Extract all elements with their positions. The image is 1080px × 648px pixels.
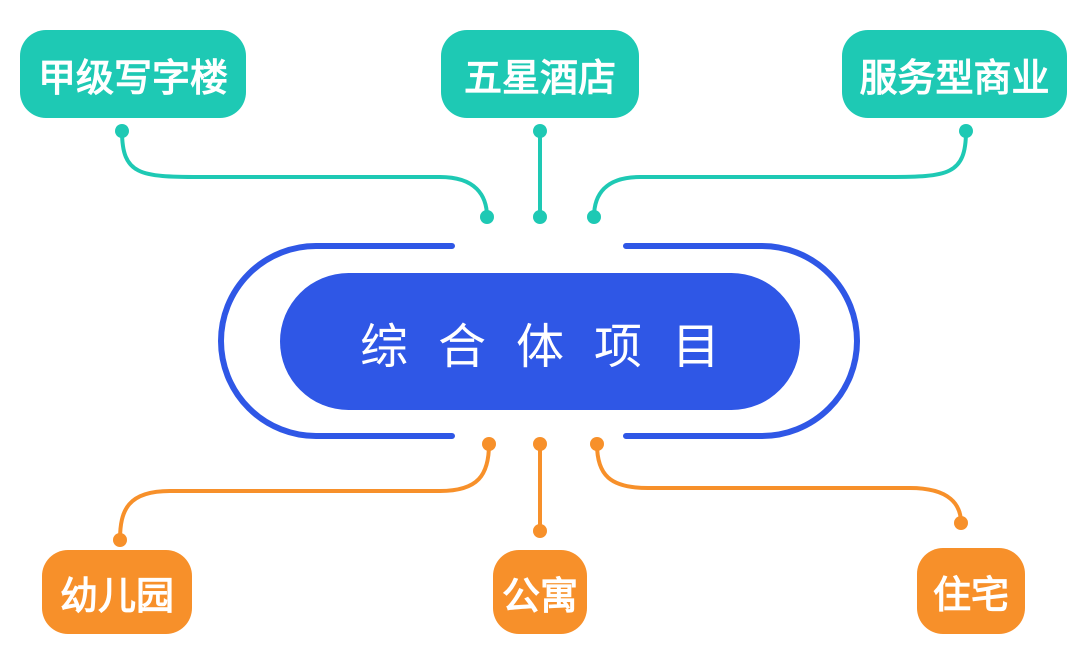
dot-right-bottom-b	[954, 516, 968, 530]
connector-right-bottom	[595, 443, 963, 524]
dot-right-bottom-a	[590, 437, 604, 451]
connector-left-bottom	[118, 443, 491, 541]
node-label: 幼儿园	[59, 573, 174, 618]
dot-center-top-a	[533, 124, 547, 138]
dot-left-top-a	[115, 124, 129, 138]
dot-right-top-a	[959, 124, 973, 138]
node-label: 甲级写字楼	[37, 55, 228, 100]
node-grade-a-office: 甲级写字楼	[20, 30, 246, 118]
connector-right-top	[592, 130, 968, 218]
dot-left-top-b	[480, 210, 494, 224]
node-residential: 住宅	[917, 548, 1025, 634]
dot-center-bottom-a	[533, 437, 547, 451]
connector-left-top	[120, 130, 489, 218]
dot-left-bottom-a	[482, 437, 496, 451]
center-node-label: 综合体项目	[359, 318, 750, 375]
center-node: 综合体项目	[280, 273, 800, 410]
dot-right-top-b	[587, 210, 601, 224]
dot-center-top-b	[533, 210, 547, 224]
node-label: 服务型商业	[859, 55, 1050, 100]
node-apartment: 公寓	[493, 550, 587, 634]
node-kindergarten: 幼儿园	[42, 550, 192, 634]
node-service-commercial: 服务型商业	[842, 30, 1067, 118]
node-label: 五星酒店	[463, 55, 616, 100]
node-five-star-hotel: 五星酒店	[441, 30, 639, 118]
dot-center-bottom-b	[533, 524, 547, 538]
node-label: 公寓	[501, 573, 578, 618]
right-bracket	[623, 243, 860, 439]
dot-left-bottom-b	[113, 533, 127, 547]
node-label: 住宅	[932, 572, 1009, 617]
left-bracket	[218, 243, 455, 439]
